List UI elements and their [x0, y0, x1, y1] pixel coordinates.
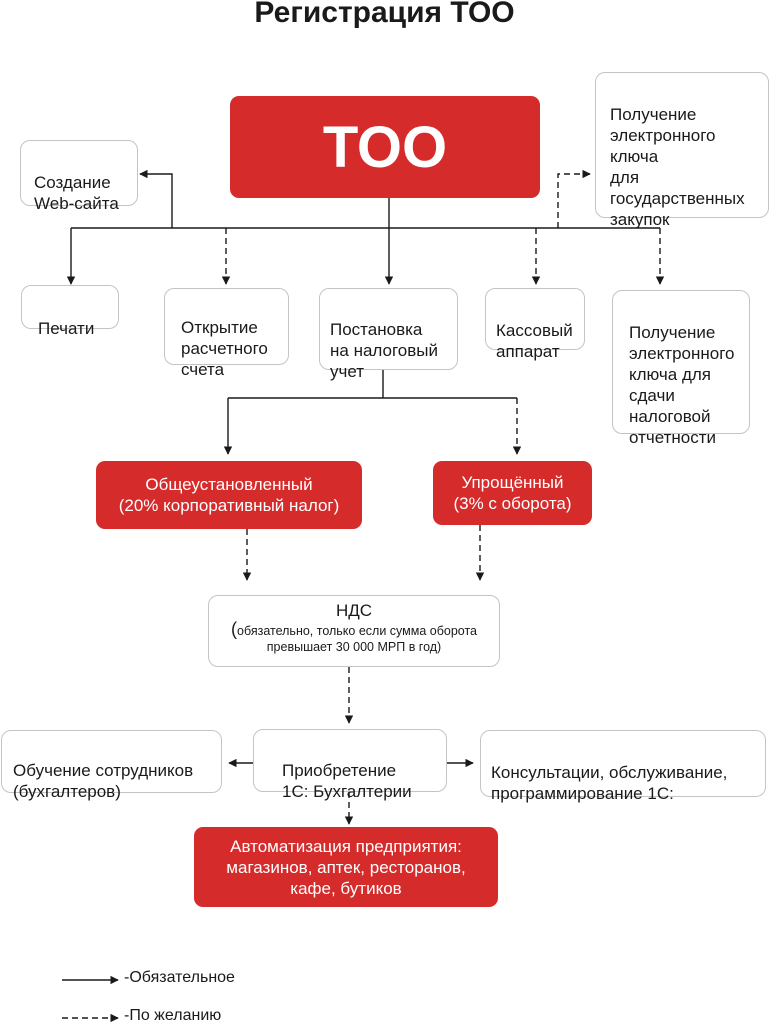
website-box: Создание Web-сайта	[20, 140, 138, 213]
cash-register-box: Кассовый аппарат	[485, 288, 585, 361]
tax-registration-box: Постановка на налоговый учет	[319, 288, 458, 381]
consulting-1c-label: Консультации, обслуживание, программиров…	[491, 763, 728, 803]
page-title: Регистрация ТОО	[254, 0, 515, 29]
vat-note: (обязательно, только если сумма оборота …	[209, 619, 499, 655]
vat-title: НДС	[335, 601, 373, 620]
tax-registration-label: Постановка на налоговый учет	[330, 320, 439, 381]
legend-optional-label: -По желанию	[124, 1007, 222, 1024]
buy-1c-box: Приобретение 1С: Бухгалтерии	[253, 729, 447, 801]
staff-training-label: Обучение сотрудников (бухгалтеров)	[13, 761, 194, 801]
vat-note-paren: (	[231, 619, 237, 639]
automation-box: Автоматизация предприятия: магазинов, ап…	[194, 827, 498, 907]
staff-training-box: Обучение сотрудников (бухгалтеров)	[1, 730, 222, 801]
vat-note-line2: превышает 30 000 МРП в год)	[266, 640, 442, 654]
bank-account-box: Открытие расчетного счета	[164, 288, 289, 379]
general-regime-label: Общеустановленный (20% корпоративный нал…	[118, 475, 340, 515]
vat-box: НДС (обязательно, только если сумма обор…	[208, 595, 500, 667]
arrow-e-key-procurement	[557, 169, 591, 228]
stamps-label: Печати	[38, 319, 95, 338]
e-key-reporting-label: Получение электронного ключа для сдачи н…	[629, 323, 735, 447]
simplified-regime-label: Упрощённый (3% с оборота)	[453, 473, 572, 513]
simplified-regime-box: Упрощённый (3% с оборота)	[433, 461, 592, 525]
vat-note-line1: обязательно, только если сумма оборота	[237, 624, 477, 638]
arrow-website	[139, 169, 173, 228]
buy-1c-label: Приобретение 1С: Бухгалтерии	[282, 761, 412, 801]
consulting-1c-box: Консультации, обслуживание, программиров…	[480, 730, 766, 803]
e-key-procurement-box: Получение электронного ключа для государ…	[595, 72, 769, 229]
main-entity-box: ТОО	[230, 96, 540, 198]
general-regime-box: Общеустановленный (20% корпоративный нал…	[96, 461, 362, 529]
automation-label: Автоматизация предприятия: магазинов, ап…	[226, 836, 466, 898]
stamps-box: Печати	[21, 285, 119, 338]
e-key-procurement-label: Получение электронного ключа для государ…	[610, 105, 745, 229]
legend-mandatory-label: -Обязательное	[124, 969, 235, 986]
e-key-reporting-box: Получение электронного ключа для сдачи н…	[612, 290, 750, 447]
website-label: Создание Web-сайта	[34, 173, 119, 213]
cash-register-label: Кассовый аппарат	[496, 321, 573, 361]
main-entity-label: ТОО	[322, 114, 448, 180]
bank-account-label: Открытие расчетного счета	[181, 318, 268, 379]
